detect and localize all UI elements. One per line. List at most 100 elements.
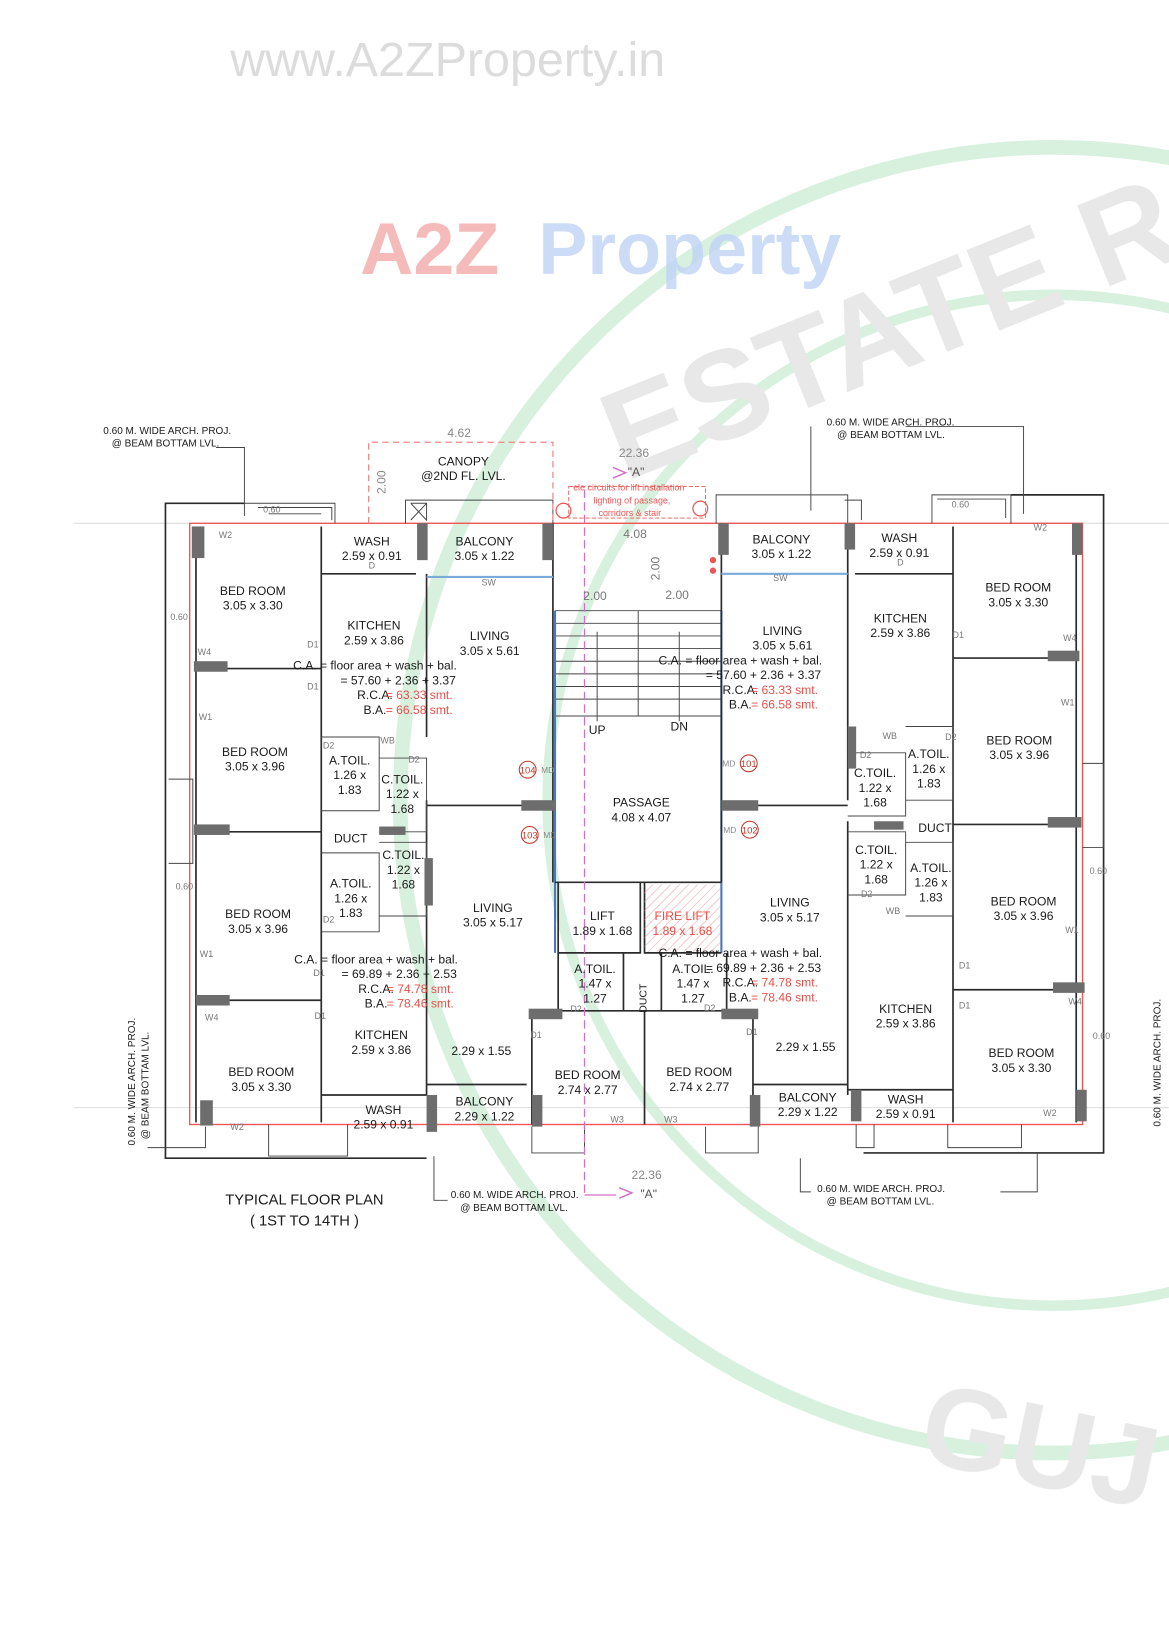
opening-tag: W2 [219, 530, 232, 540]
room-size: 1.47 x [676, 977, 709, 991]
room-size: 1.83 [917, 777, 941, 791]
room-size: 2.59 x 0.91 [876, 1107, 936, 1121]
arch-proj-note-l: 0.60 M. WIDE ARCH. PROJ. [127, 1018, 138, 1146]
room-name: A.TOIL. [329, 753, 370, 767]
room-size: 1.22 x [386, 787, 419, 801]
room-size: 2.59 x 0.91 [342, 549, 402, 563]
stair-up: UP [589, 723, 606, 737]
arch-proj-note-tr-2: @ BEAM BOTTAM LVL. [837, 430, 945, 441]
arch-proj-note-l-2: @ BEAM BOTTAM LVL. [141, 1032, 152, 1140]
opening-tag: W1 [200, 949, 213, 959]
rca-value: = 63.33 smt. [386, 688, 453, 702]
opening-tag: W2 [1043, 1108, 1056, 1118]
lift-note-2: lighting of passage, [593, 495, 670, 505]
section-length-bottom: 22.36 [631, 1168, 662, 1182]
flat-number: 101 [741, 759, 757, 770]
room-size: 3.05 x 3.30 [223, 599, 283, 613]
room-size: 1.68 [864, 872, 888, 886]
opening-tag: D1 [307, 682, 318, 692]
carpet-area: C.A. = floor area + wash + bal. [658, 946, 822, 960]
flat-number: 104 [520, 765, 536, 776]
room-name: A.TOIL. [672, 962, 713, 976]
section-length-top: 22.36 [619, 446, 650, 460]
opening-tag: D1 [530, 1030, 541, 1040]
room-name: KITCHEN [347, 619, 400, 633]
room-name: BED ROOM [555, 1068, 621, 1082]
opening-tag: W4 [1063, 633, 1076, 643]
rca-label: R.C.A. [357, 688, 393, 702]
room-name: BED ROOM [222, 745, 288, 759]
room-size: 3.05 x 1.22 [455, 549, 515, 563]
carpet-area-values: = 57.60 + 2.36 + 3.37 [706, 668, 822, 682]
opening-tag: D [369, 561, 376, 571]
ba-value: = 78.46 smt. [387, 997, 454, 1011]
room-size: 4.08 x 4.07 [611, 810, 671, 824]
opening-tag: W3 [610, 1114, 623, 1124]
opening-tag: 0.60 [1090, 866, 1107, 876]
rca-label: R.C.A. [723, 683, 759, 697]
room-name: BED ROOM [666, 1065, 732, 1079]
room-name: WASH [881, 531, 917, 545]
arch-proj-note-r: 0.60 M. WIDE ARCH. PROJ. [1152, 999, 1163, 1127]
opening-tag: W4 [1068, 996, 1081, 1006]
main-door-tag: MD [723, 825, 736, 835]
ba-label: B.A. [364, 703, 387, 717]
room-size: 1.89 x 1.68 [572, 924, 632, 938]
canopy-label: CANOPY [438, 454, 489, 468]
opening-tag: D2 [323, 914, 334, 924]
opening-tag: 0.60 [263, 505, 280, 515]
arch-proj-note-tr: 0.60 M. WIDE ARCH. PROJ. [827, 417, 955, 428]
room-size: 2.29 x 1.22 [455, 1109, 515, 1123]
stair-depth: 2.00 [648, 557, 662, 581]
room-size: 1.26 x [914, 876, 947, 890]
room-size: 1.27 [583, 991, 607, 1005]
opening-tag: D1 [959, 961, 970, 971]
room-name: BED ROOM [220, 584, 286, 598]
opening-tag: D2 [408, 754, 419, 764]
room-name: A.TOIL. [574, 962, 615, 976]
room-name: BALCONY [752, 532, 810, 546]
ba-value: = 66.58 smt. [751, 698, 818, 712]
flat-number-circle [518, 760, 537, 779]
ba-value: = 66.58 smt. [386, 703, 453, 717]
opening-tag: W1 [1065, 925, 1078, 935]
room-size: 1.68 [391, 802, 415, 816]
room-name: DUCT [918, 821, 952, 835]
flat-number-circle [739, 754, 758, 773]
ba-label: B.A. [365, 997, 388, 1011]
room-name: BALCONY [779, 1090, 837, 1104]
room-size: 1.83 [338, 783, 362, 797]
opening-tag: 0.60 [170, 612, 187, 622]
ba-label: B.A. [729, 698, 752, 712]
room-name: WASH [354, 534, 390, 548]
main-door-tag: MD [722, 759, 735, 769]
room-name: C.TOIL. [855, 843, 897, 857]
room-name: C.TOIL. [854, 766, 896, 780]
opening-tag: D1 [307, 640, 318, 650]
opening-tag: D1 [953, 630, 964, 640]
logo-a2z: A2Z [360, 207, 499, 290]
opening-tag: D2 [323, 741, 334, 751]
room-name: WASH [365, 1103, 401, 1117]
room-size: 1.22 x [859, 781, 892, 795]
opening-tag: D1 [959, 1001, 970, 1011]
stamp-text: ESTATE R [582, 149, 1169, 507]
arch-proj-note-br: 0.60 M. WIDE ARCH. PROJ. [817, 1184, 945, 1195]
room-name: WASH [888, 1092, 924, 1106]
lift-note-3: corridors & stair [598, 508, 661, 518]
carpet-area: C.A. = floor area + wash + bal. [293, 659, 457, 673]
room-size: 1.83 [339, 906, 363, 920]
room-size: 1.22 x [387, 863, 420, 877]
opening-tag: 0.60 [952, 499, 969, 509]
opening-tag: D2 [861, 889, 872, 899]
room-size: 1.47 x [579, 977, 612, 991]
room-size: 2.59 x 3.86 [876, 1017, 936, 1031]
rca-value: = 63.33 smt. [751, 683, 818, 697]
room-name: FIRE LIFT [655, 909, 711, 923]
room-name: BALCONY [456, 534, 514, 548]
opening-tag: SW [773, 573, 788, 583]
opening-tag: D2 [945, 732, 956, 742]
room-size: 2.29 x 1.55 [776, 1040, 836, 1054]
